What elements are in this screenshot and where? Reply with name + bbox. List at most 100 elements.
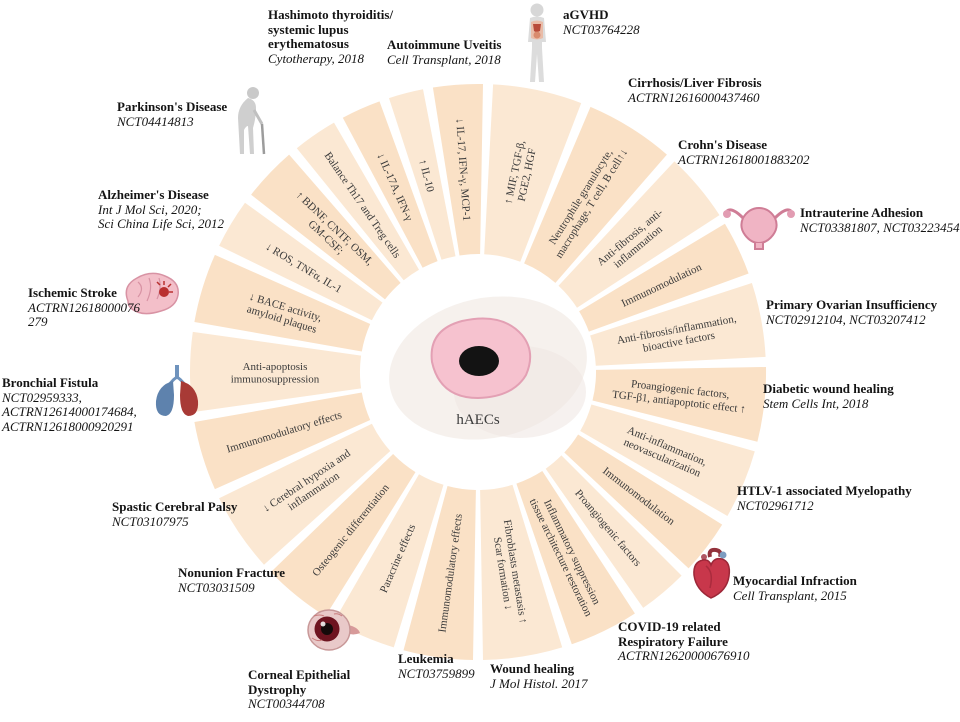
trial-reference-line: Cytotherapy, 2018: [268, 50, 365, 66]
wheel-segment: [251, 154, 401, 300]
human-figure-icon: [514, 2, 560, 86]
disease-title-line: Bronchial Fistula: [2, 375, 99, 390]
disease-title: Alzheimer's Disease: [98, 187, 224, 203]
trial-reference: NCT00344708: [248, 697, 350, 712]
wheel-segment: [590, 283, 766, 366]
disease-title: Ischemic Stroke: [28, 285, 140, 301]
trial-reference-line: Int J Mol Sci, 2020;: [98, 201, 202, 217]
eye-icon: [302, 604, 362, 656]
disease-title: Cirrhosis/Liver Fibrosis: [628, 75, 762, 91]
wheel-segment: [432, 83, 483, 256]
trial-reference-line: NCT03764228: [563, 21, 640, 37]
wheel-segment: [580, 404, 755, 516]
trial-reference-line: ACTRN12618000920291: [2, 418, 134, 434]
trial-reference-line: NCT03031509: [178, 579, 255, 595]
trial-reference-line: NCT02961712: [737, 497, 814, 513]
disease-title-line: Ischemic Stroke: [28, 285, 117, 300]
lungs-icon: [150, 362, 204, 420]
trial-reference: NCT03764228: [563, 21, 640, 38]
wheel-segment: [194, 392, 371, 490]
wheel-segment: [219, 423, 391, 565]
trial-reference-line: Cell Transplant, 2018: [387, 51, 501, 67]
wheel-segment: [194, 254, 371, 352]
wheel-segment: [189, 331, 362, 413]
trial-reference-line: NCT04414813: [117, 113, 194, 129]
disease-title-line: Parkinson's Disease: [117, 99, 228, 114]
disease-title-line: erythematosus: [268, 36, 349, 52]
disease-title-line: Wound healing: [490, 661, 575, 676]
trial-reference: Stem Cells Int, 2018: [763, 395, 894, 412]
trial-reference-line: ACTRN12618001883202: [678, 151, 810, 167]
trial-reference-line: 279: [28, 314, 48, 330]
disease-title: Bronchial Fistula: [2, 375, 137, 391]
wheel-segment: [480, 484, 563, 660]
trial-reference: NCT03381807, NCT03223454: [800, 220, 960, 236]
disease-title: Myocardial Infraction: [733, 573, 857, 589]
disease-title-line: Cirrhosis/Liver Fibrosis: [628, 75, 762, 90]
wheel-segment: [558, 161, 720, 308]
disease-title-line: COVID-19 related: [618, 619, 721, 634]
trial-reference: NCT03031509: [178, 579, 285, 596]
disease-title: Primary Ovarian Insufficiency: [766, 297, 938, 313]
wheel-segment: [484, 84, 582, 262]
wheel-segment: [296, 122, 419, 281]
wheel-segment: [342, 101, 438, 268]
center-label: hAECs: [456, 412, 500, 428]
trial-reference: ACTRN12616000437460: [628, 90, 762, 106]
segment-label-line: Anti-apoptosis: [243, 361, 308, 373]
trial-reference-line: ACTRN12618000076: [28, 299, 140, 315]
disease-title-line: Myocardial Infraction: [733, 573, 857, 588]
trial-reference: Cell Transplant, 2015: [733, 587, 857, 604]
disease-title: Parkinson's Disease: [117, 99, 228, 115]
trial-reference-line: J Mol Histol. 2017: [490, 675, 588, 691]
trial-reference-line: Cell Transplant, 2015: [733, 587, 847, 603]
disease-title-line: Dystrophy: [248, 681, 307, 697]
trial-reference-line: NCT02912104, NCT03207412: [766, 311, 926, 327]
disease-title-line: Diabetic wound healing: [763, 381, 894, 396]
trial-reference: ACTRN12618001883202: [678, 151, 810, 168]
trial-reference-line: Stem Cells Int, 2018: [763, 395, 869, 411]
trial-reference: J Mol Histol. 2017: [490, 675, 588, 692]
disease-title-line: Respiratory Failure: [618, 633, 728, 649]
elderly-person-icon: [226, 84, 272, 160]
wheel-segment: [389, 89, 456, 260]
trial-reference: NCT03759899: [398, 665, 475, 682]
disease-title: Crohn's Disease: [678, 137, 809, 153]
disease-title-line: HTLV-1 associated Myelopathy: [737, 483, 912, 498]
disease-title-line: Intrauterine Adhesion: [800, 205, 924, 220]
uterus-icon: [722, 194, 796, 254]
disease-title: Diabetic wound healing: [763, 381, 894, 397]
disease-title-line: Autoimmune Uveitis: [387, 37, 502, 52]
heart-icon: [686, 546, 736, 602]
trial-reference: Cytotherapy, 2018: [268, 50, 393, 67]
disease-title: Leukemia: [398, 651, 475, 667]
trial-reference-line: NCT03759899: [398, 665, 475, 681]
disease-title-line: Primary Ovarian Insufficiency: [766, 297, 938, 312]
trial-reference-line: ACTRN12614000174684,: [2, 404, 137, 420]
segment-label-line: immunosuppression: [231, 373, 320, 385]
trial-reference: NCT02912104, NCT03207412: [766, 311, 937, 328]
wheel-segment: [524, 106, 667, 283]
disease-title: Intrauterine Adhesion: [800, 205, 960, 221]
disease-title-line: Corneal Epithelial: [248, 667, 351, 682]
wheel-segment: [564, 434, 723, 569]
